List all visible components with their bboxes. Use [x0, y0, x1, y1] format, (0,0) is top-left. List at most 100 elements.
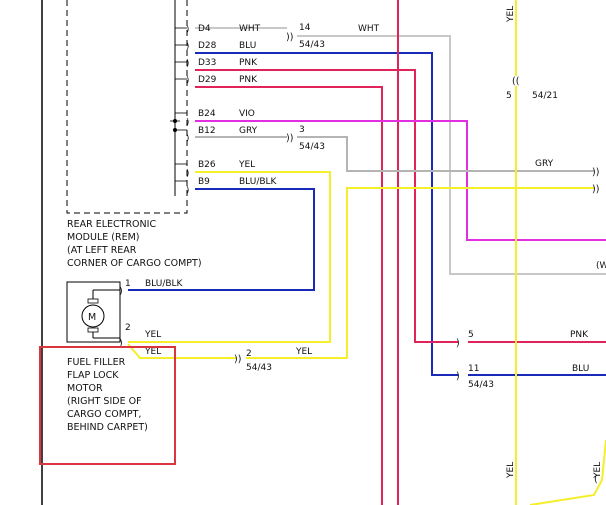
wire-pnk-d33	[195, 69, 458, 343]
pin-number: D29	[198, 75, 217, 85]
motor-label-line: (RIGHT SIDE OF	[67, 396, 142, 407]
pin-terminal-icon: )	[186, 59, 189, 69]
wire-label-yel-lower: YEL	[144, 347, 161, 357]
motor-pin-1: 1	[125, 279, 131, 289]
fuel-flap-lock-motor: M ) ) 1 2	[66, 279, 131, 349]
rem-label-line: REAR ELECTRONIC	[67, 219, 156, 230]
pin-b12: B12 GRY )	[186, 126, 258, 144]
motor-terminal-icon: )	[119, 286, 123, 297]
motor-brush	[87, 327, 99, 333]
wire-label-gry: GRY	[535, 159, 554, 169]
motor-label-line: FUEL FILLER	[67, 357, 126, 368]
pin-terminal-icon: )	[186, 42, 189, 52]
wire-label-blu: BLU	[572, 364, 589, 374]
motor-pin-2: 2	[125, 323, 131, 333]
rem-label-line: MODULE (REM)	[67, 232, 139, 243]
pin-terminal-icon: )	[186, 169, 189, 179]
connector-5-top: (( 5 54/21	[506, 76, 558, 101]
pin-b26: B26 YEL )	[186, 160, 255, 179]
connector-number: 14	[299, 23, 311, 33]
connector-symbol-icon: (	[594, 474, 598, 485]
wire-yel-motor-right	[246, 187, 594, 359]
connector-2: )) 2 54/43	[234, 349, 272, 373]
motor-label-line: FLAP LOCK	[67, 370, 119, 381]
connector-ref: 54/43	[246, 363, 272, 373]
pin-b24: B24 VIO )	[186, 109, 255, 128]
pin-number: B24	[198, 109, 216, 119]
connector-14: )) 14 54/43	[286, 23, 325, 50]
wire-wht-continued	[297, 35, 606, 275]
wire-label-blu-blk: BLU/BLK	[145, 279, 184, 289]
wire-label-pnk: PNK	[570, 330, 589, 340]
rem-label-line: (AT LEFT REAR	[67, 245, 137, 256]
motor-terminal-icon: )	[119, 338, 123, 349]
pin-wire-color: BLU	[239, 41, 256, 51]
connector-number: 3	[299, 125, 305, 135]
pin-number: B26	[198, 160, 216, 170]
connector-symbol-icon: )	[456, 338, 460, 349]
motor-label-line: CARGO COMPT,	[67, 409, 141, 420]
connector-number: 11	[468, 364, 479, 374]
connector-symbol-icon: )	[456, 371, 460, 382]
wire-label-yel-upper: YEL	[144, 330, 161, 340]
pin-terminal-icon: )	[186, 134, 189, 144]
connector-symbol-icon: ((	[512, 76, 519, 87]
pin-wire-color: VIO	[239, 109, 255, 119]
wire-label-yel-vertical: YEL	[506, 6, 516, 23]
pin-terminal-icon: )	[186, 118, 189, 128]
wire-gry-continued	[297, 136, 594, 172]
pin-b9: B9 BLU/BLK )	[186, 177, 278, 196]
wire-blu	[195, 52, 458, 376]
motor-label-line: MOTOR	[67, 383, 103, 394]
connector-symbol-icon: ))	[592, 184, 599, 195]
connector-5-pnk: ) 5	[456, 330, 474, 349]
connector-number: 5	[506, 91, 512, 101]
wire-blu-blk	[128, 188, 315, 291]
wire-vio	[195, 120, 606, 241]
motor-brush	[87, 298, 99, 304]
wire-label-yel-vertical: YEL	[593, 462, 603, 479]
pin-d29: D29 PNK )	[186, 75, 258, 86]
pin-wire-color: YEL	[238, 160, 255, 170]
pin-number: D4	[198, 24, 211, 34]
pin-wire-color: PNK	[239, 58, 258, 68]
wire-pnk-d29	[195, 86, 383, 505]
pin-number: D28	[198, 41, 217, 51]
connector-ref: 54/43	[299, 40, 325, 50]
pin-d4: D4 WHT )	[186, 24, 261, 35]
pin-wire-color: GRY	[239, 126, 258, 136]
rem-module-outline	[66, 0, 188, 214]
pin-wire-color: BLU/BLK	[239, 177, 278, 187]
connector-11: ) 11 54/43	[456, 364, 494, 390]
connector-ref: 54/43	[468, 380, 494, 390]
connector-3: )) 3 54/43	[286, 125, 325, 152]
connector-symbol-icon: ))	[234, 354, 241, 365]
connector-ref: 54/21	[532, 91, 558, 101]
highlight-box	[39, 346, 176, 465]
motor-symbol-letter: M	[88, 312, 96, 323]
rem-label-line: CORNER OF CARGO COMPT)	[67, 258, 202, 269]
pin-wire-color: PNK	[239, 75, 258, 85]
wire-label-right-edge: (W	[596, 261, 606, 271]
pin-wire-color: WHT	[239, 24, 261, 34]
pin-terminal-icon: )	[186, 76, 189, 86]
pin-number: B12	[198, 126, 216, 136]
connector-number: 5	[468, 330, 474, 340]
pin-d28: D28 BLU )	[186, 41, 256, 52]
wire-label-yel-right: YEL	[295, 347, 312, 357]
connector-symbol-icon: ))	[286, 133, 293, 144]
motor-housing	[66, 281, 121, 343]
wire-yel-b26	[128, 171, 331, 343]
pin-terminal-icon: )	[186, 186, 189, 196]
motor-symbol-icon	[81, 304, 105, 328]
wire-label-yel-vertical: YEL	[506, 462, 516, 479]
pin-number: D33	[198, 58, 216, 68]
wire-yel-bottom-right	[529, 439, 606, 505]
connector-ref: 54/43	[299, 142, 325, 152]
wire-yel-motor-lower	[127, 343, 236, 359]
motor-label-line: BEHIND CARPET)	[67, 422, 148, 433]
connector-number: 2	[246, 349, 252, 359]
splice-dot	[173, 128, 177, 132]
pin-terminal-icon: )	[186, 25, 189, 35]
